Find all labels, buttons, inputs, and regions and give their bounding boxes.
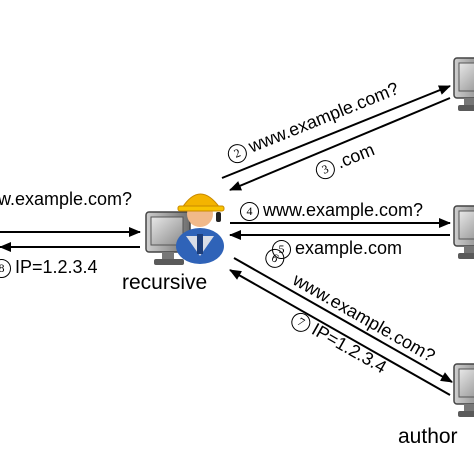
step-number: 8: [0, 258, 11, 278]
computer-icon: [453, 205, 474, 259]
client-answer-text: IP=1.2.3.4: [15, 257, 98, 277]
computer-icon: [453, 363, 474, 417]
recursive-label: recursive: [122, 271, 208, 294]
step-number: 4: [240, 201, 259, 221]
step-number: 5: [272, 239, 291, 259]
worker-icon: [176, 193, 225, 264]
edge-text: example.com: [295, 238, 403, 258]
author-label: author: [398, 425, 458, 448]
client-query-label: w.example.com?: [0, 189, 133, 209]
arrow-from-author: [229, 269, 451, 396]
edge-text: www.example.com?: [263, 200, 424, 220]
arrow-to-root: [221, 85, 451, 179]
arrow-to-author: [233, 257, 453, 383]
computer-icon: [453, 57, 474, 111]
arrow-from-root: [229, 97, 451, 191]
